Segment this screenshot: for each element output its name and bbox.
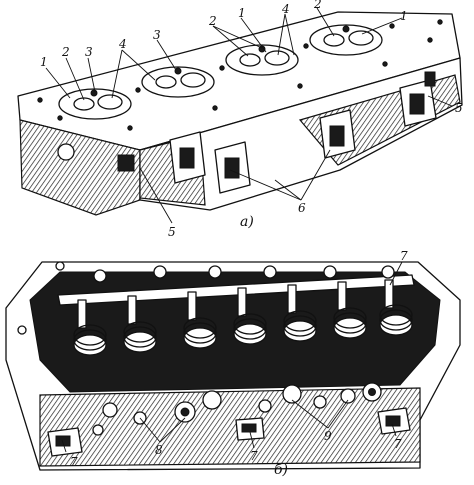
valve-spring-1 [73,299,107,356]
combustion-chamber-3 [225,44,299,76]
rocker-shaft [57,274,415,306]
callout-a5-left: 5 [168,225,176,239]
valve-spring-3 [183,291,217,349]
callout-b7-middle: 7 [250,449,258,463]
caption-b: б) [274,462,288,478]
callout-b8: 8 [155,443,163,457]
callout-b7-left: 7 [70,455,78,469]
callout-b9: 9 [324,429,332,443]
combustion-chamber-1 [58,88,132,120]
callout-a6: 6 [298,201,306,215]
valve-spring-5 [283,284,317,342]
caption-a: а) [240,214,254,230]
callout-a4: 4 [118,37,127,51]
callout-a4-second: 4 [281,2,290,16]
callout-a2-third: 2 [313,0,322,11]
lower-side-bosses [92,382,382,436]
figure-b-leader-lines [61,261,403,453]
figure-a-callouts: 1 2 3 4 3 2 1 4 2 1 5 5 6 а) [40,0,463,239]
figure-b-callouts: 7 8 7 9 7 7 б) [70,249,408,478]
cylinder-head-top-view: 1 2 3 4 3 2 1 4 2 1 5 5 6 а) [17,0,463,239]
callout-a1-second: 1 [238,6,246,20]
side-bosses [57,71,436,172]
head-front-face [19,119,141,216]
callout-a5-right: 5 [455,101,463,115]
callout-b7-top-right: 7 [400,249,408,263]
callout-a2: 2 [61,45,70,59]
callout-a1: 1 [40,55,48,69]
combustion-chamber-2 [141,66,215,98]
valve-spring-7 [379,279,413,336]
cylinder-head-valvetrain-view: 7 8 7 9 7 7 б) [5,249,461,478]
rocker-arms-and-springs [73,279,413,356]
valve-spring-4 [233,287,267,345]
callout-a3-second: 3 [153,28,161,42]
valve-spring-2 [123,295,157,353]
rocker-posts [93,265,395,283]
callout-b7-right: 7 [394,437,402,451]
valve-spring-6 [333,281,367,339]
mounting-lugs [17,261,411,457]
callout-a2-second: 2 [208,14,217,28]
combustion-chamber-4 [309,24,383,56]
callout-a1-third: 1 [400,9,408,23]
callout-a3: 3 [85,45,93,59]
head-bolt-holes [37,19,443,131]
manifold-port-windows [169,79,437,194]
figure-a-leader-lines [45,7,453,224]
